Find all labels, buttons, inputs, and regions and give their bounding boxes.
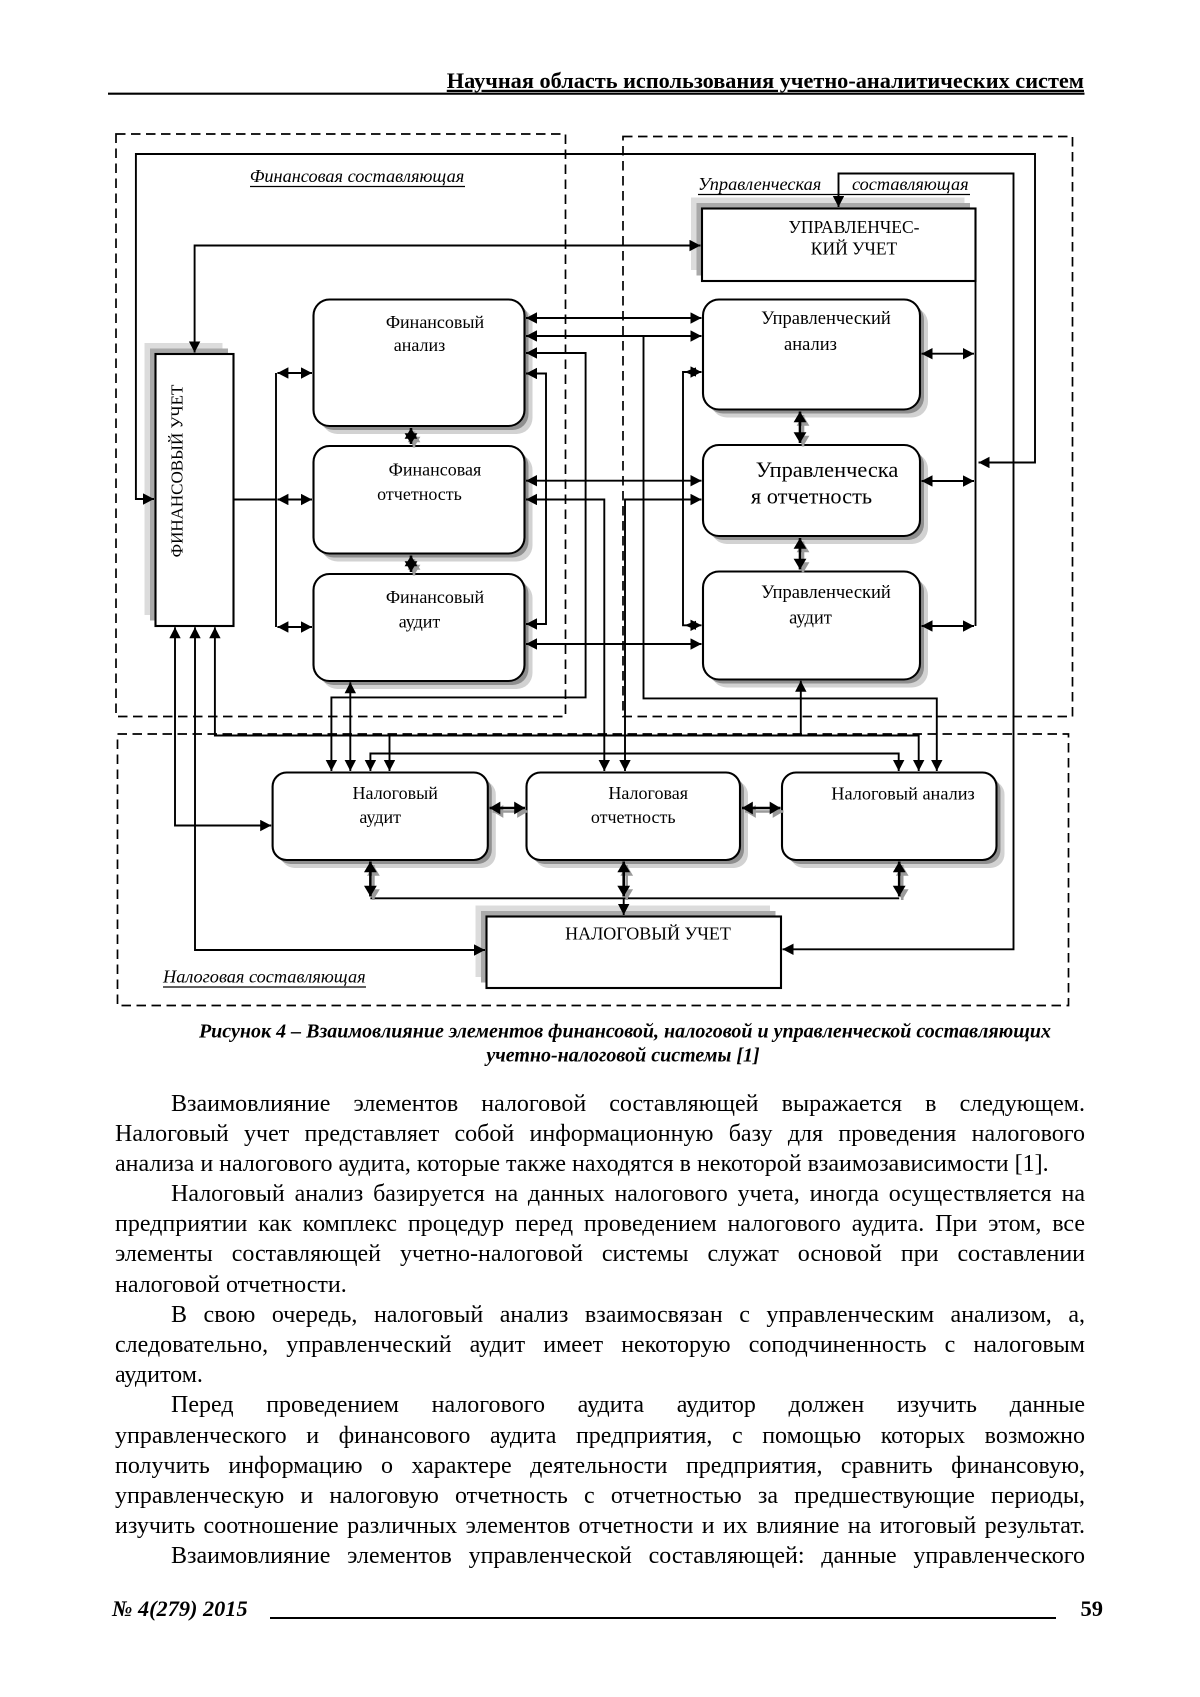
svg-text:№ 4(279) 2015: № 4(279) 2015 (111, 1596, 248, 1621)
svg-text:анализ: анализ (394, 335, 446, 355)
svg-text:Финансовый: Финансовый (386, 312, 485, 332)
svg-text:Налоговая: Налоговая (608, 783, 688, 803)
svg-text:Налоговый: Налоговый (353, 783, 439, 803)
svg-text:Научная область использования: Научная область использования учетно-ана… (447, 68, 1084, 93)
svg-text:59: 59 (1081, 1596, 1104, 1621)
svg-text:составляющая: составляющая (852, 174, 969, 194)
svg-text:аудит: аудит (789, 609, 832, 629)
svg-text:Управленческий: Управленческий (761, 583, 891, 603)
svg-text:Управленческий: Управленческий (761, 309, 891, 329)
svg-text:Рисунок 4 – Взаимовлияние элем: Рисунок 4 – Взаимовлияние элементов фина… (198, 1021, 1051, 1043)
svg-text:Налоговая составляющая: Налоговая составляющая (162, 967, 366, 987)
svg-text:Управленческая: Управленческая (698, 174, 821, 194)
svg-text:отчетность: отчетность (591, 807, 676, 827)
svg-text:я отчетность: я отчетность (751, 484, 872, 509)
svg-text:НАЛОГОВЫЙ УЧЕТ: НАЛОГОВЫЙ УЧЕТ (565, 924, 731, 944)
svg-text:КИЙ УЧЕТ: КИЙ УЧЕТ (811, 239, 898, 259)
svg-text:Финансовая составляющая: Финансовая составляющая (250, 166, 465, 186)
svg-text:Налоговый анализ: Налоговый анализ (831, 783, 975, 803)
svg-text:Управленческа: Управленческа (756, 457, 899, 482)
svg-text:отчетность: отчетность (377, 484, 462, 504)
svg-text:анализ: анализ (784, 335, 837, 355)
svg-text:аудит: аудит (399, 612, 441, 632)
svg-text:учетно-налоговой системы [1]: учетно-налоговой системы [1] (484, 1045, 760, 1067)
svg-text:ФИНАНСОВЫЙ УЧЕТ: ФИНАНСОВЫЙ УЧЕТ (168, 384, 187, 557)
svg-text:Финансовая: Финансовая (389, 460, 482, 480)
svg-text:УПРАВЛЕНЧЕС-: УПРАВЛЕНЧЕС- (789, 217, 920, 237)
svg-text:Финансовый: Финансовый (386, 587, 485, 607)
svg-text:аудит: аудит (359, 807, 401, 827)
